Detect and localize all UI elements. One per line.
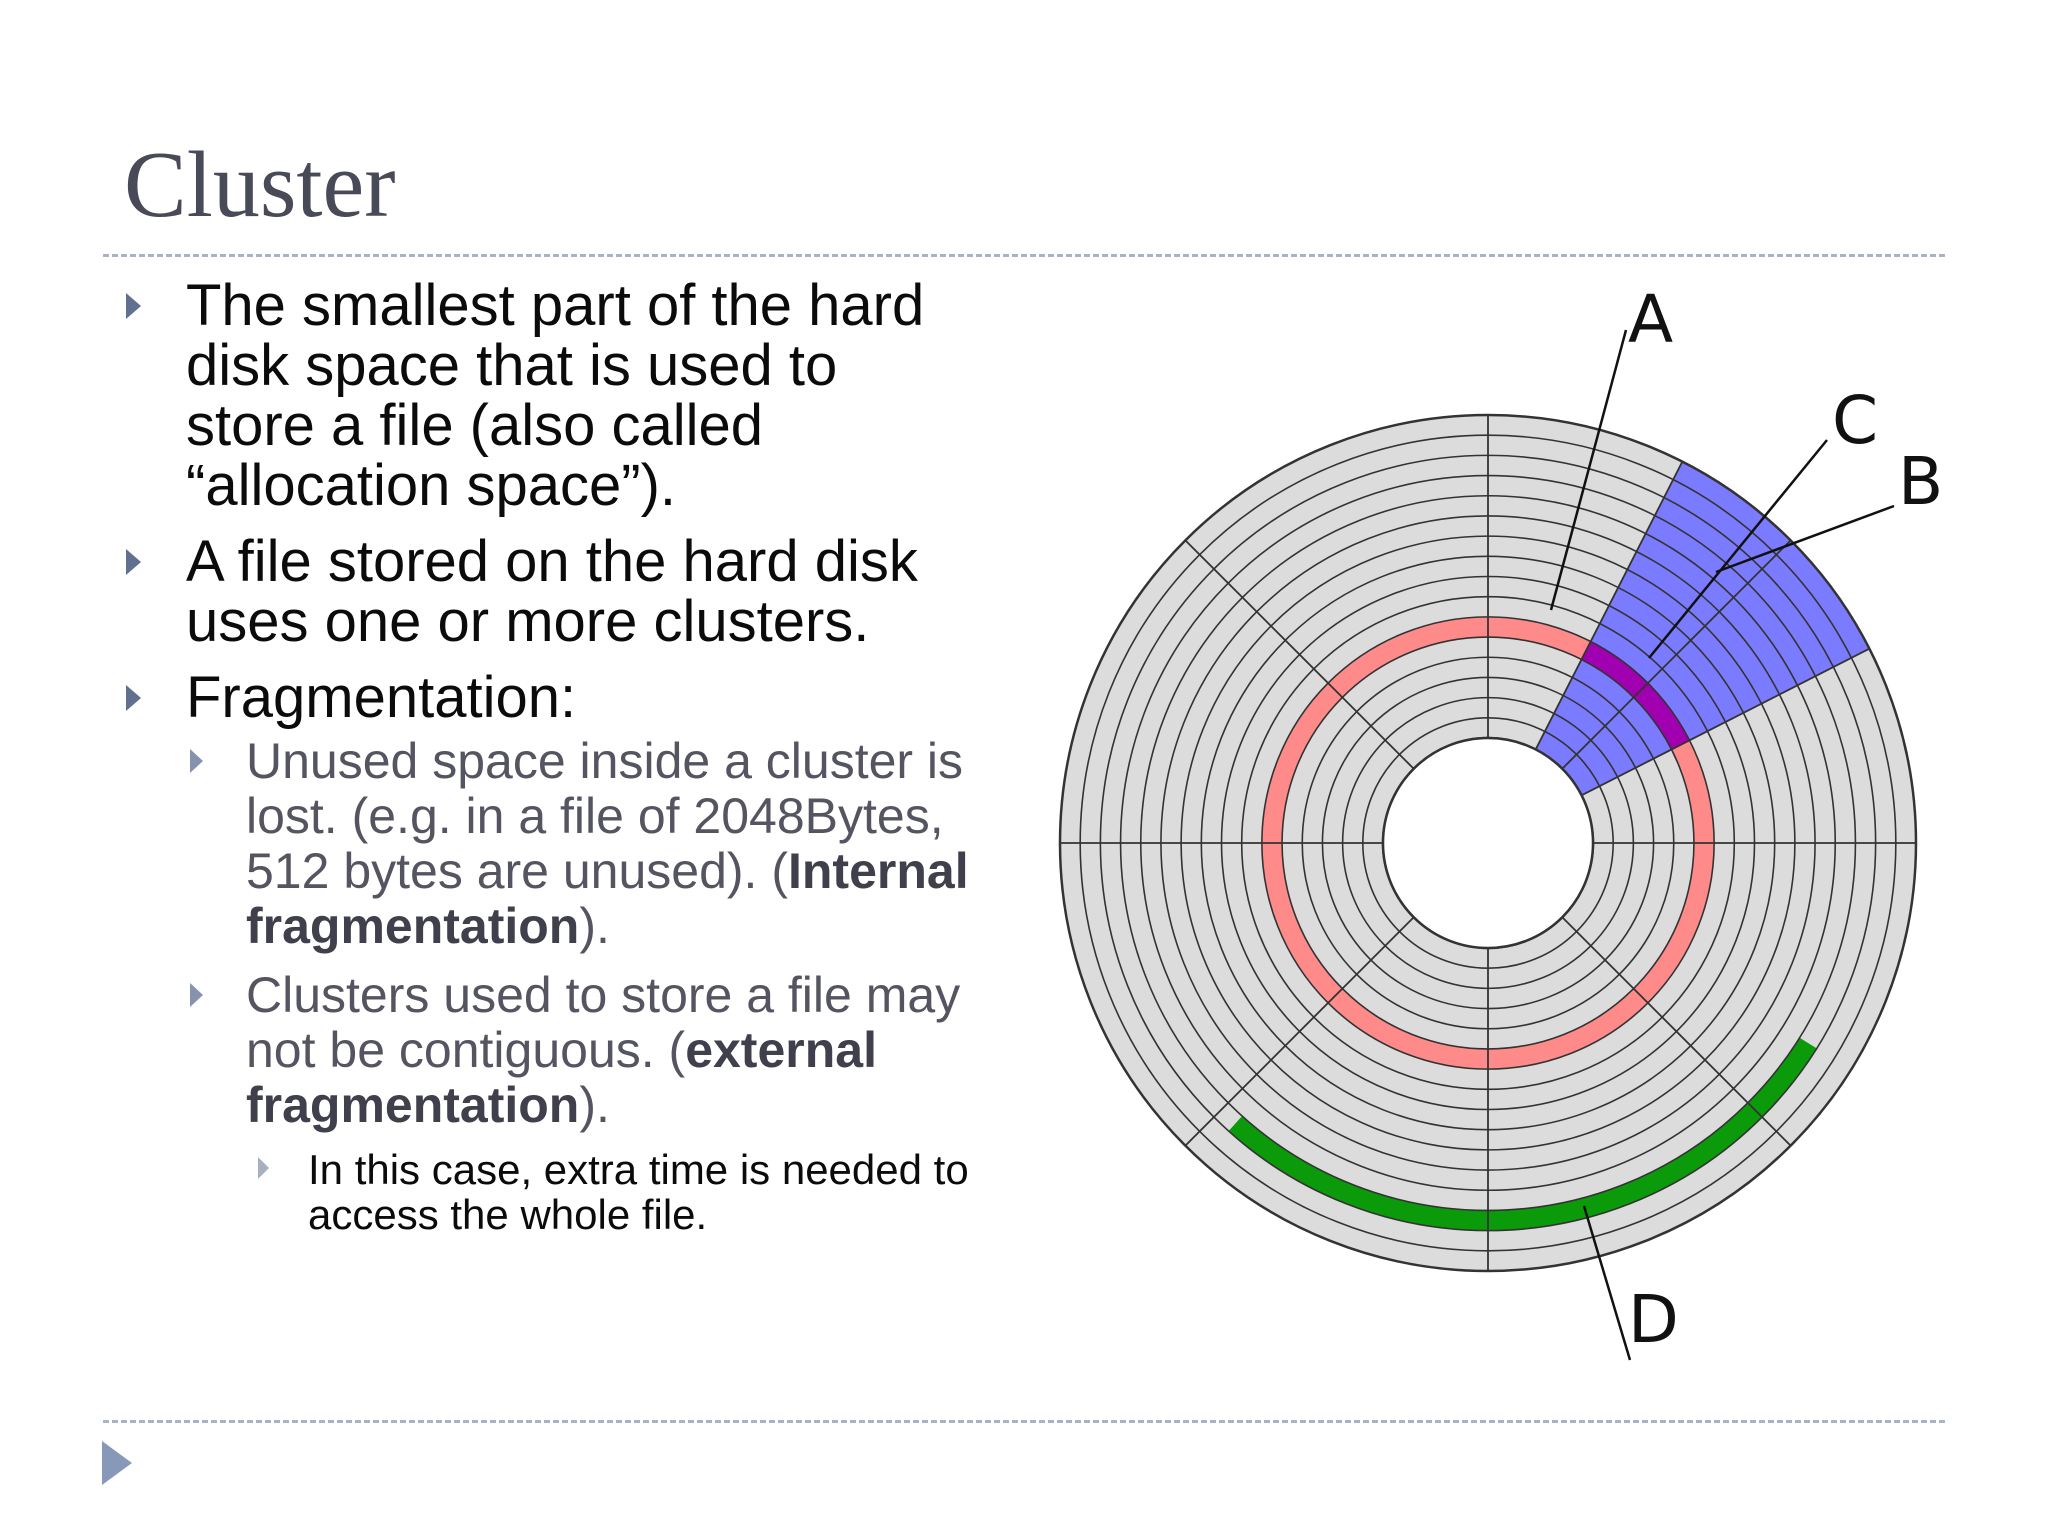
sub-bullet-text: Clusters used to store a file may not be… xyxy=(246,967,961,1078)
bullet-item: The smallest part of the hard disk space… xyxy=(120,276,980,516)
sub-bullet-arrow-icon xyxy=(190,983,203,1007)
bullet-text: Fragmentation: xyxy=(186,665,577,730)
pointer-line-c xyxy=(1648,439,1828,659)
sector-line xyxy=(1534,461,1684,750)
pointer-line-d xyxy=(1582,1205,1632,1361)
bullet-arrow-icon xyxy=(126,685,141,711)
sector-line xyxy=(1184,539,1415,770)
bullet-item: A file stored on the hard disk uses one … xyxy=(120,532,980,652)
bottom-divider xyxy=(103,1420,1945,1423)
slide-title: Cluster xyxy=(124,133,396,237)
cluster-d xyxy=(1228,1037,1817,1231)
bullet-arrow-icon xyxy=(126,293,141,319)
label-d: D xyxy=(1628,1281,1679,1358)
sub-bullet-item: Clusters used to store a file may not be… xyxy=(120,968,980,1133)
sub-bullet-text-end: ). xyxy=(579,1077,610,1133)
bullet-arrow-icon xyxy=(126,549,141,575)
sub-bullet-item: Unused space inside a cluster is lost. (… xyxy=(120,734,980,954)
bullet-item: Fragmentation: xyxy=(120,668,980,728)
bullet-text: The smallest part of the hard disk space… xyxy=(186,273,925,518)
sub-sub-bullet-arrow-icon xyxy=(258,1157,269,1179)
sub-sub-bullet-text: In this case, extra time is needed to ac… xyxy=(308,1146,969,1238)
sector-line xyxy=(1184,916,1415,1147)
spindle-hole xyxy=(1381,736,1595,950)
label-b: B xyxy=(1898,443,1943,520)
label-lines xyxy=(1549,329,1895,1361)
pointer-line-b xyxy=(1715,504,1895,574)
footer-arrow-icon xyxy=(102,1441,132,1485)
sub-bullet-bold: Internal fragmentation xyxy=(246,843,969,954)
sector-line xyxy=(1561,916,1792,1147)
sub-bullet-text-end: ). xyxy=(579,898,610,954)
sub-bullet-arrow-icon xyxy=(190,749,203,773)
bullet-list: The smallest part of the hard disk space… xyxy=(120,276,980,1237)
top-divider xyxy=(103,254,1945,257)
label-c: C xyxy=(1832,382,1878,459)
disk-diagram: A C B D xyxy=(1020,260,1970,1410)
sub-bullet-text: Unused space inside a cluster is lost. (… xyxy=(246,733,964,899)
pointer-line-a xyxy=(1549,329,1628,611)
disk-platter xyxy=(1058,413,1918,1273)
sector-line xyxy=(1581,647,1870,797)
sub-sub-bullet-item: In this case, extra time is needed to ac… xyxy=(120,1147,980,1237)
disk-svg: A C B D xyxy=(1058,281,1943,1361)
label-a: A xyxy=(1628,281,1673,358)
bullet-text: A file stored on the hard disk uses one … xyxy=(186,529,918,654)
sector-line xyxy=(1561,539,1792,770)
sub-bullet-bold: external fragmentation xyxy=(246,1022,877,1133)
